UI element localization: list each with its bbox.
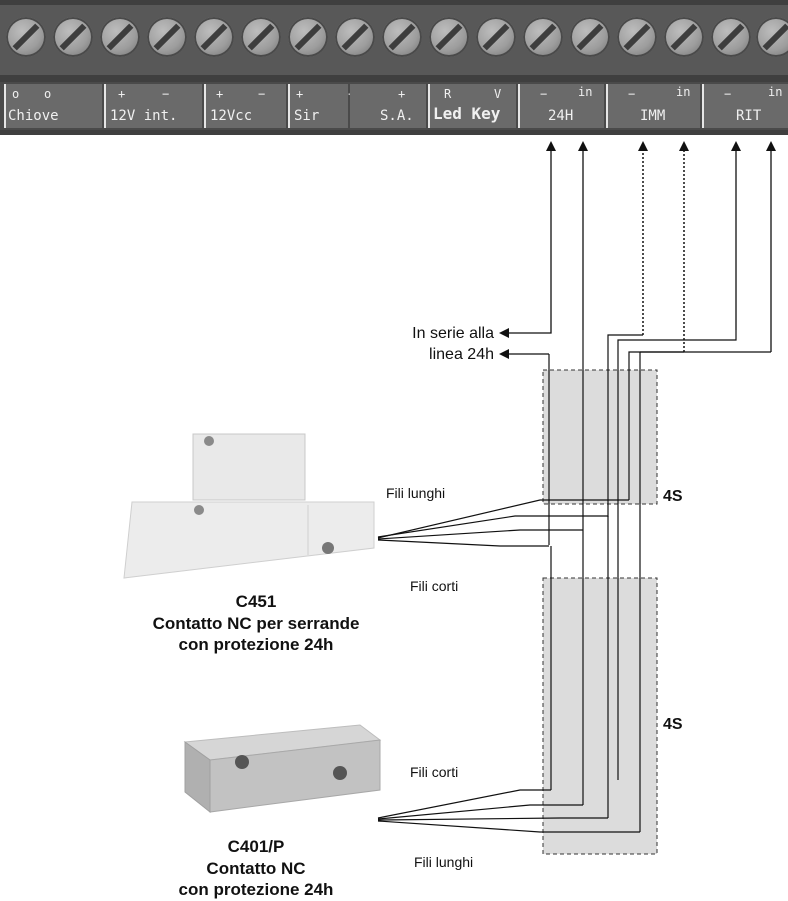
screw-icon bbox=[476, 17, 516, 57]
terminal-sign: in bbox=[676, 85, 691, 99]
terminal-sign: o bbox=[12, 87, 20, 101]
terminal-label: 12V int. bbox=[110, 108, 178, 124]
wire-c451-2 bbox=[377, 499, 629, 539]
screw-icon bbox=[711, 17, 751, 57]
terminal-sir bbox=[288, 84, 348, 128]
terminal-sign: − bbox=[628, 87, 636, 101]
c401p-caption-line-1: Contatto NC bbox=[206, 859, 306, 878]
terminal-sign: − bbox=[258, 87, 266, 101]
terminal-sa bbox=[350, 84, 426, 128]
terminal-sign: o bbox=[44, 87, 52, 101]
screw-icon bbox=[429, 17, 469, 57]
c451-caption-line-1: Contatto NC per serrande bbox=[152, 614, 360, 633]
terminal-label: Sir bbox=[294, 108, 320, 124]
terminal-label: Led Key bbox=[433, 104, 501, 123]
terminal-12vcc bbox=[204, 84, 286, 128]
terminal-sign: − bbox=[162, 87, 170, 101]
screw-icon bbox=[382, 17, 422, 57]
c451-caption-line-2: con protezione 24h bbox=[178, 635, 334, 654]
terminal-sign: + bbox=[118, 87, 126, 101]
c401p-caption-line-2: con protezione 24h bbox=[178, 880, 334, 899]
screw-icon bbox=[756, 17, 788, 57]
terminal-sign: + bbox=[296, 87, 304, 101]
terminal-sign: + bbox=[398, 87, 406, 101]
screw-icon bbox=[147, 17, 187, 57]
terminal-12v-int bbox=[104, 84, 202, 128]
series-note-line-2: linea 24h bbox=[429, 346, 494, 363]
terminal-label: S.A. bbox=[380, 108, 414, 124]
screw-icon bbox=[617, 17, 657, 57]
wire-c451-3 bbox=[377, 529, 583, 540]
screw-row bbox=[0, 5, 788, 75]
screw-icon bbox=[194, 17, 234, 57]
terminal-label: Chiove bbox=[8, 108, 59, 124]
terminal-led-key bbox=[428, 84, 516, 128]
terminal-block: o o Chiove + − 12V int. + − 12Vcc + − Si… bbox=[0, 0, 788, 135]
wire-serie-1 bbox=[499, 328, 552, 338]
c401p-wire-long-label: Fili lunghi bbox=[414, 854, 474, 870]
wire-c451-4 bbox=[377, 539, 549, 547]
junction-box-label-1: 4S bbox=[663, 488, 683, 505]
terminal-label: RIT bbox=[736, 108, 762, 124]
terminal-label: 12Vcc bbox=[210, 108, 253, 124]
screw-icon bbox=[664, 17, 704, 57]
wire-c401-3 bbox=[377, 817, 608, 821]
screw-icon bbox=[53, 17, 93, 57]
c451-wire-long-label: Fili lunghi bbox=[386, 485, 446, 501]
terminal-rit bbox=[702, 84, 788, 128]
terminal-chiave bbox=[4, 84, 102, 128]
junction-box-label-2: 4S bbox=[663, 716, 683, 733]
c401p-contact-image bbox=[183, 724, 382, 814]
series-note-line-1: In serie alla bbox=[412, 325, 494, 342]
junction-box-2 bbox=[542, 577, 658, 855]
terminal-sign: in bbox=[768, 85, 783, 99]
terminal-label: IMM bbox=[640, 108, 666, 124]
c401p-wire-short-label: Fili corti bbox=[410, 764, 459, 780]
wire-h-rit-minus bbox=[617, 330, 737, 780]
screw-icon bbox=[100, 17, 140, 57]
screw-icon bbox=[523, 17, 563, 57]
terminal-sign: − bbox=[540, 87, 548, 101]
screw-icon bbox=[241, 17, 281, 57]
wire-c451-1 bbox=[377, 515, 608, 538]
terminal-sign: V bbox=[494, 87, 502, 101]
terminal-sign: in bbox=[578, 85, 593, 99]
screw-icon bbox=[288, 17, 328, 57]
terminal-sign: + bbox=[216, 87, 224, 101]
screw-icon bbox=[6, 17, 46, 57]
terminal-24h bbox=[518, 84, 604, 128]
c451-wire-short-label: Fili corti bbox=[410, 578, 459, 594]
wire-h-imm-minus bbox=[607, 334, 643, 517]
terminal-sign: − bbox=[724, 87, 732, 101]
wire-c401-2 bbox=[377, 804, 583, 820]
terminal-label: 24H bbox=[548, 108, 574, 124]
terminal-imm bbox=[606, 84, 700, 128]
screw-icon bbox=[570, 17, 610, 57]
c451-code: C451 bbox=[235, 592, 277, 611]
terminal-sign: R bbox=[444, 87, 452, 101]
c401p-code: C401/P bbox=[227, 837, 285, 856]
junction-box-1 bbox=[542, 369, 658, 505]
wire-c401-1 bbox=[377, 789, 551, 819]
screw-icon bbox=[335, 17, 375, 57]
c451-contact-image bbox=[123, 433, 375, 579]
wire-c401-4 bbox=[377, 820, 640, 833]
